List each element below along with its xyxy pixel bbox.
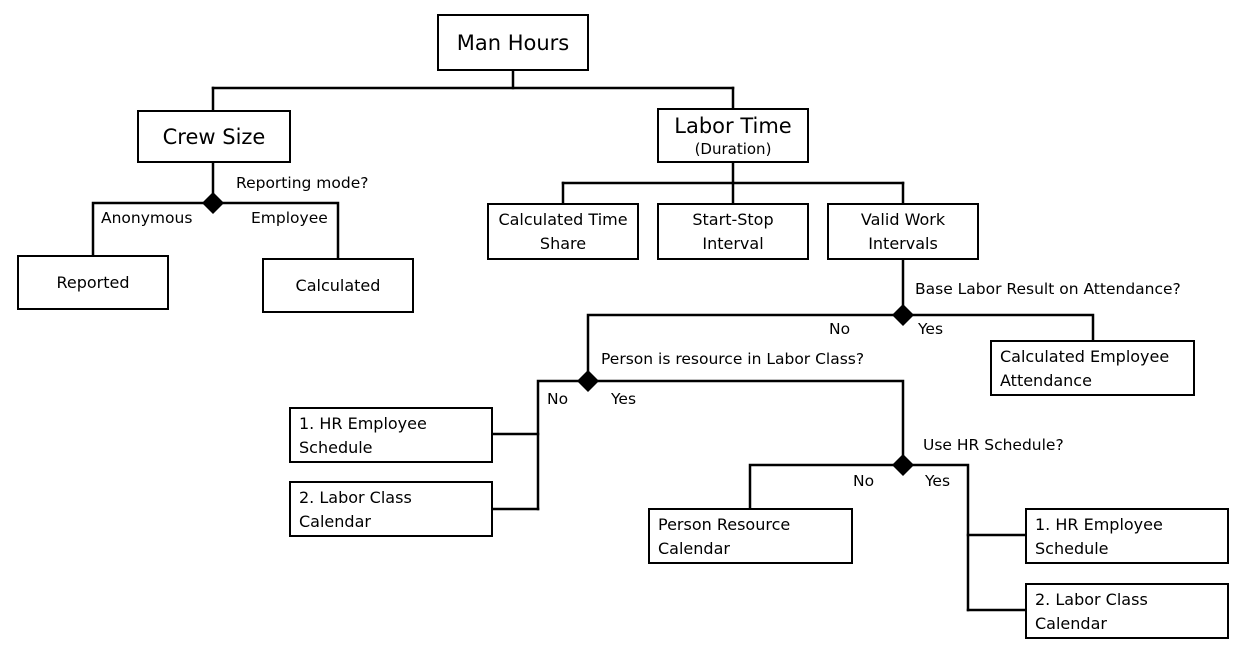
decision-base-labor	[892, 304, 914, 326]
label-base-labor-result: Base Labor Result on Attendance?	[915, 280, 1181, 298]
node-label-line: 2. Labor Class	[299, 488, 412, 507]
node-labor-class-calendar-right: 2. Labor Class Calendar	[1025, 583, 1229, 639]
decision-use-hr	[892, 454, 914, 476]
connector-resource-yes	[586, 379, 905, 460]
node-start-stop-interval: Start-Stop Interval	[657, 203, 809, 260]
label-use-hr-schedule: Use HR Schedule?	[923, 436, 1064, 454]
node-man-hours: Man Hours	[437, 14, 589, 71]
node-hr-employee-schedule-right: 1. HR Employee Schedule	[1025, 508, 1229, 564]
node-label-line: Share	[539, 233, 587, 253]
node-label-line: Calendar	[658, 539, 730, 558]
node-hr-employee-schedule-left: 1. HR Employee Schedule	[289, 407, 493, 463]
node-label-line: Intervals	[868, 233, 938, 253]
node-label: Reported	[56, 272, 130, 292]
node-label: Crew Size	[162, 124, 266, 149]
node-calculated-employee-attendance: Calculated Employee Attendance	[990, 340, 1195, 396]
node-label: Calculated	[295, 275, 381, 295]
label-attendance-no: No	[829, 320, 851, 338]
node-label: Labor Time	[674, 113, 792, 138]
node-sublabel: (Duration)	[694, 139, 772, 158]
label-reporting-mode: Reporting mode?	[236, 174, 369, 192]
node-label-line: Person Resource	[658, 515, 791, 534]
node-label-line: Schedule	[1035, 539, 1109, 558]
node-label-line: Interval	[702, 233, 764, 253]
node-label-line: Calculated Time	[498, 209, 628, 229]
node-valid-work-intervals: Valid Work Intervals	[827, 203, 979, 260]
node-label-line: Calendar	[1035, 614, 1107, 633]
decision-reporting-mode	[202, 192, 224, 214]
node-reported: Reported	[17, 255, 169, 310]
connector-attendance-no	[586, 313, 905, 377]
node-label-line: Calendar	[299, 512, 371, 531]
node-labor-time: Labor Time (Duration)	[657, 108, 809, 163]
node-person-resource-calendar: Person Resource Calendar	[648, 508, 853, 564]
label-person-is-resource: Person is resource in Labor Class?	[601, 350, 865, 368]
connector-reporting-right	[211, 201, 340, 260]
decision-person-resource	[577, 370, 599, 392]
connector-hr-yes	[901, 463, 970, 612]
label-employee: Employee	[251, 209, 328, 227]
connector-reporting-left	[91, 201, 215, 257]
connector-resource-no	[536, 379, 590, 511]
node-label-line: 1. HR Employee	[299, 414, 427, 433]
node-label-line: Schedule	[299, 438, 373, 457]
node-calculated: Calculated	[262, 258, 414, 313]
node-labor-class-calendar-left: 2. Labor Class Calendar	[289, 481, 493, 537]
connector-hr-no	[748, 463, 905, 510]
label-hr-yes: Yes	[925, 472, 951, 490]
node-label-line: Valid Work	[860, 209, 946, 229]
label-attendance-yes: Yes	[918, 320, 944, 338]
label-resource-yes: Yes	[611, 390, 637, 408]
node-crew-size: Crew Size	[137, 110, 291, 163]
node-label-line: 1. HR Employee	[1035, 515, 1163, 534]
connector-attendance-yes	[901, 313, 1095, 342]
label-anonymous: Anonymous	[101, 209, 193, 227]
label-resource-no: No	[547, 390, 569, 408]
node-label-line: Start-Stop	[692, 209, 774, 229]
node-label: Man Hours	[456, 30, 570, 55]
node-label-line: Calculated Employee	[1000, 347, 1170, 366]
node-label-line: Attendance	[1000, 371, 1092, 390]
label-hr-no: No	[853, 472, 875, 490]
node-label-line: 2. Labor Class	[1035, 590, 1148, 609]
node-calculated-time-share: Calculated Time Share	[487, 203, 639, 260]
